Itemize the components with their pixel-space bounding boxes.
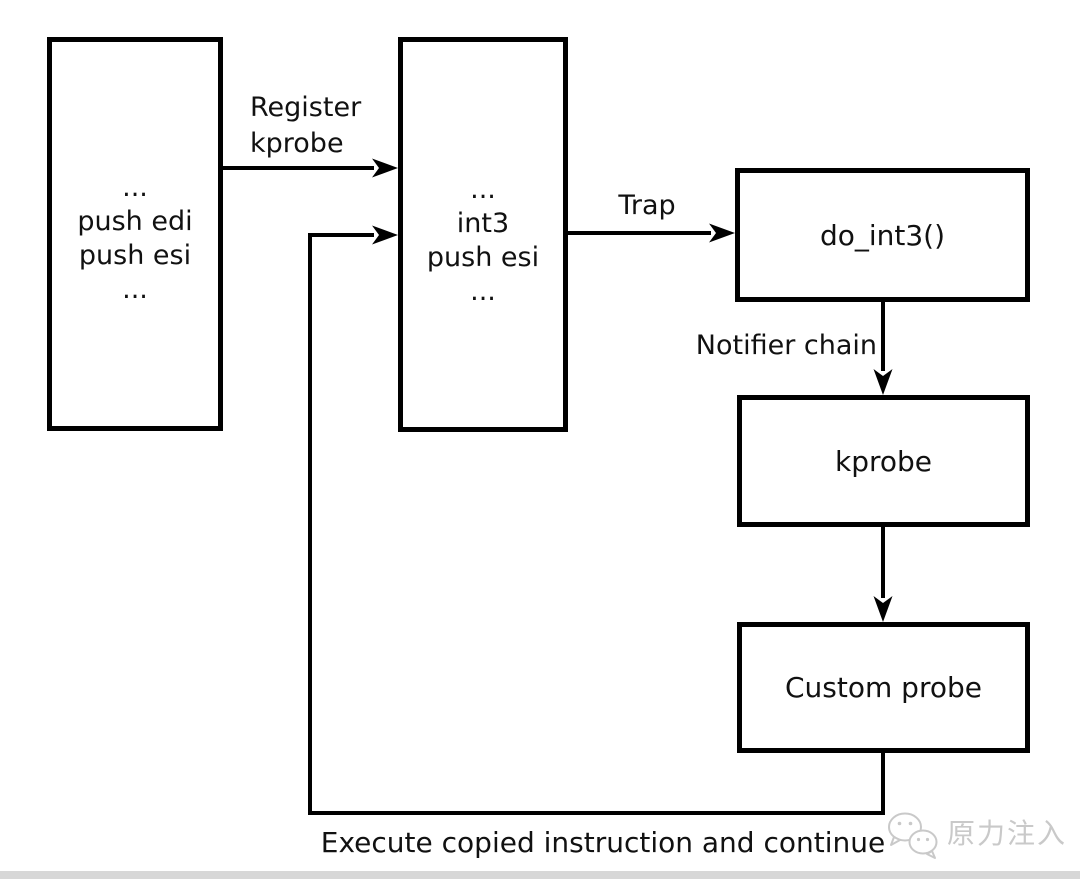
bottom-gray-bar (0, 871, 1080, 879)
code-line: push esi (78, 240, 192, 271)
code-line: push esi (426, 241, 540, 273)
register-kprobe-edge-label: Register kprobe (250, 92, 362, 159)
code-line: ... (470, 173, 496, 205)
instrumented-code-box: ... int3 push esi ... (398, 37, 568, 432)
edge-register-kprobe-arrowhead (372, 158, 398, 178)
code-line: ... (470, 275, 496, 307)
code-line: int3 (456, 207, 510, 239)
edge-kprobe-to-custom-arrowhead (873, 596, 893, 622)
kprobe-label: kprobe (834, 444, 932, 478)
edge-execute-return-arrowhead (372, 225, 398, 245)
watermark: 原力注入 (884, 806, 1067, 860)
custom-probe-box: Custom probe (737, 622, 1030, 753)
edge-execute-return-line (308, 233, 885, 815)
custom-probe-label: Custom probe (785, 671, 982, 704)
execute-continue-edge-label: Execute copied instruction and continue (320, 826, 886, 859)
do-int3-label: do_int3() (819, 218, 946, 252)
do-int3-box: do_int3() (735, 168, 1030, 302)
code-line: ... (122, 172, 148, 203)
original-code-box: ... push edi push esi ... (47, 37, 223, 431)
watermark-text: 原力注入 (947, 817, 1068, 850)
trap-edge-label: Trap (618, 190, 676, 221)
code-line: ... (122, 274, 148, 305)
edge-notifier-chain-arrowhead (873, 369, 893, 395)
code-line: push edi (77, 206, 193, 237)
wechat-chat-bubbles-icon (888, 812, 938, 859)
edge-trap-arrowhead (709, 223, 735, 243)
notifier-chain-edge-label: Notifier chain (695, 330, 877, 361)
kprobe-box: kprobe (737, 395, 1030, 527)
